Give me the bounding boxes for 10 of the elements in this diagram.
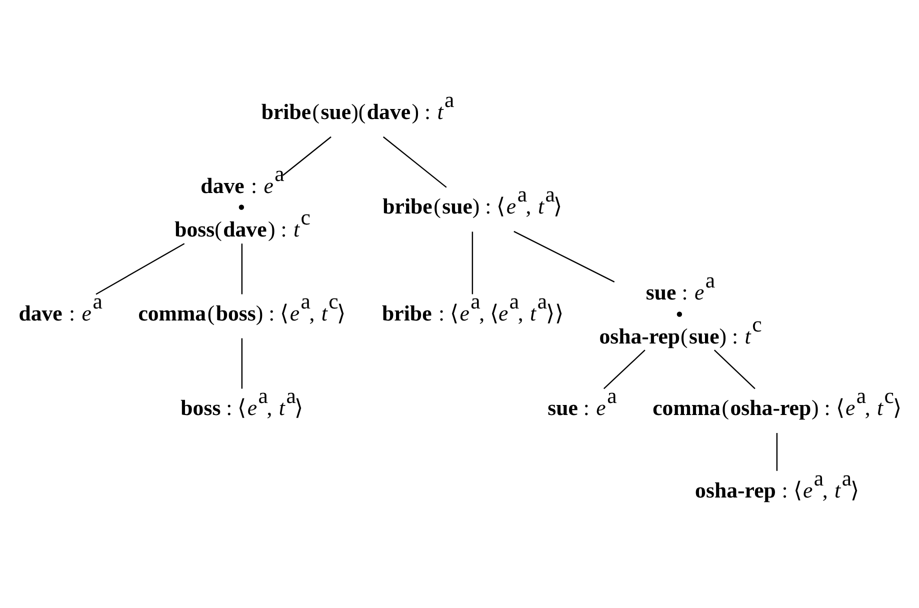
connector	[240, 338, 242, 389]
connector	[776, 433, 778, 471]
connector	[713, 350, 755, 390]
connector	[282, 136, 331, 176]
connector	[513, 230, 614, 283]
connector	[382, 136, 446, 188]
connector	[602, 350, 645, 390]
connector	[240, 244, 242, 294]
connector	[95, 243, 184, 295]
connector	[471, 232, 473, 294]
